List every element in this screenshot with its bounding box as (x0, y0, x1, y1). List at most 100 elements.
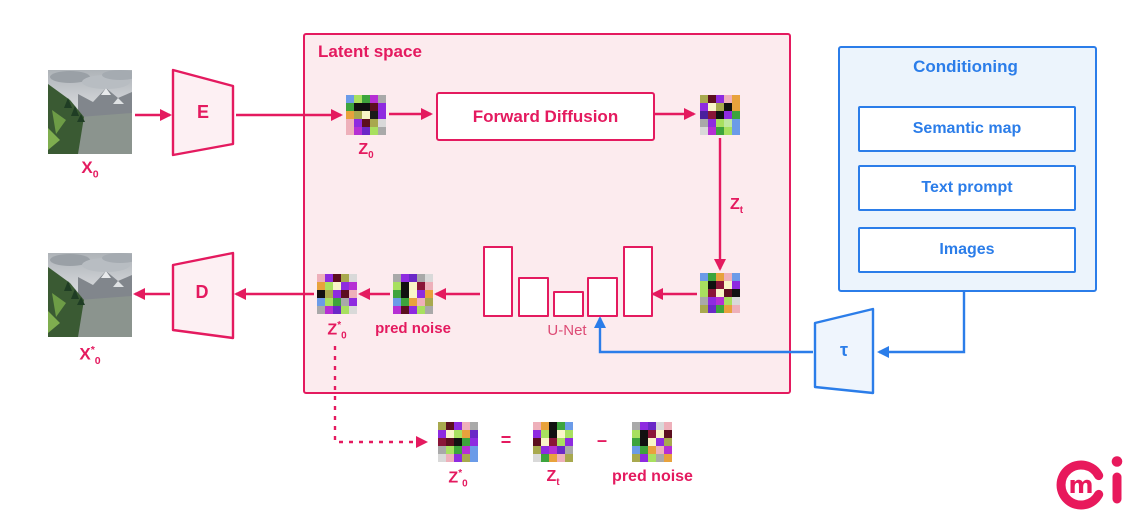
noise-cell (533, 454, 541, 462)
noise-cell (341, 274, 349, 282)
noise-cell (349, 282, 357, 290)
conditioning-item-images: Images (858, 227, 1076, 273)
encoder-label: E (196, 102, 209, 122)
noise-cell (470, 438, 478, 446)
noise-cell (362, 127, 370, 135)
unet-bar-4 (587, 277, 618, 317)
noise-cell (724, 95, 732, 103)
noise-cell (732, 95, 740, 103)
forward-diffusion-box: Forward Diffusion (436, 92, 655, 141)
noise-cell (409, 306, 417, 314)
semantic-map-label: Semantic map (912, 120, 1022, 137)
noise-cell (541, 430, 549, 438)
input-image (48, 70, 132, 154)
noise-cell (333, 298, 341, 306)
noise-cell (724, 297, 732, 305)
noise-cell (541, 422, 549, 430)
noise-cell (557, 438, 565, 446)
noise-cell (446, 438, 454, 446)
noise-cell (325, 274, 333, 282)
noise-cell (732, 289, 740, 297)
noise-cell (541, 446, 549, 454)
noise-cell (565, 454, 573, 462)
noise-cell (454, 438, 462, 446)
arrow-tau-to-unet (594, 316, 813, 354)
noise-cell (700, 297, 708, 305)
noise-cell (462, 422, 470, 430)
text-prompt-label: Text prompt (921, 179, 1013, 196)
noise-cell (425, 298, 433, 306)
noise-cell (325, 306, 333, 314)
noise-cell (378, 119, 386, 127)
noise-cell (378, 111, 386, 119)
noise-cell (362, 111, 370, 119)
forward-diffusion-label: Forward Diffusion (472, 106, 619, 126)
tau-trapezoid (813, 307, 875, 395)
noise-cell (401, 306, 409, 314)
noise-cell (325, 298, 333, 306)
noise-cell (549, 454, 557, 462)
noise-cell (664, 430, 672, 438)
noise-cell (346, 103, 354, 111)
noise-cell (656, 430, 664, 438)
noise-cell (317, 282, 325, 290)
noise-cell (438, 438, 446, 446)
noise-cell (648, 422, 656, 430)
noise-cell (454, 430, 462, 438)
noise-cell (409, 282, 417, 290)
noise-cell (470, 430, 478, 438)
unet-label: U-Net (547, 322, 587, 339)
noise-cell (716, 297, 724, 305)
noise-cell (632, 422, 640, 430)
noise-cell (349, 306, 357, 314)
noise-cell (354, 119, 362, 127)
noise-cell (462, 446, 470, 454)
noise-cell (341, 290, 349, 298)
equation-zt-grid (533, 422, 573, 462)
noise-cell (656, 446, 664, 454)
decoder-label: D (195, 282, 209, 302)
noise-cell (362, 95, 370, 103)
noise-cell (708, 111, 716, 119)
noise-cell (708, 95, 716, 103)
noise-cell (454, 422, 462, 430)
noise-cell (700, 119, 708, 127)
noise-cell (632, 430, 640, 438)
noise-cell (325, 282, 333, 290)
noise-cell (346, 127, 354, 135)
noise-cell (557, 422, 565, 430)
noise-cell (349, 298, 357, 306)
noise-cell (549, 438, 557, 446)
noise-cell (724, 273, 732, 281)
unet-bar-1 (483, 246, 513, 317)
noise-cell (664, 454, 672, 462)
noise-cell (716, 111, 724, 119)
noise-cell (341, 282, 349, 290)
noise-cell (470, 454, 478, 462)
noise-cell (317, 306, 325, 314)
noise-cell (401, 290, 409, 298)
noise-cell (724, 111, 732, 119)
conditioning-item-semantic-map: Semantic map (858, 106, 1076, 152)
noise-cell (732, 281, 740, 289)
noise-cell (700, 305, 708, 313)
equation-zt-label: Zt (546, 468, 560, 489)
noise-cell (341, 298, 349, 306)
noise-cell (462, 454, 470, 462)
red-arrows (133, 108, 726, 300)
noise-cell (362, 119, 370, 127)
noise-cell (732, 305, 740, 313)
noise-cell (640, 446, 648, 454)
noise-cell (533, 438, 541, 446)
encoder-trapezoid (171, 68, 235, 157)
unet-bar-2 (518, 277, 549, 317)
noise-cell (640, 438, 648, 446)
noise-cell (716, 127, 724, 135)
images-label: Images (939, 241, 995, 258)
zt-label: Zt (730, 196, 744, 217)
noise-cell (370, 111, 378, 119)
noise-cell (317, 298, 325, 306)
noise-cell (724, 281, 732, 289)
noise-cell (354, 111, 362, 119)
